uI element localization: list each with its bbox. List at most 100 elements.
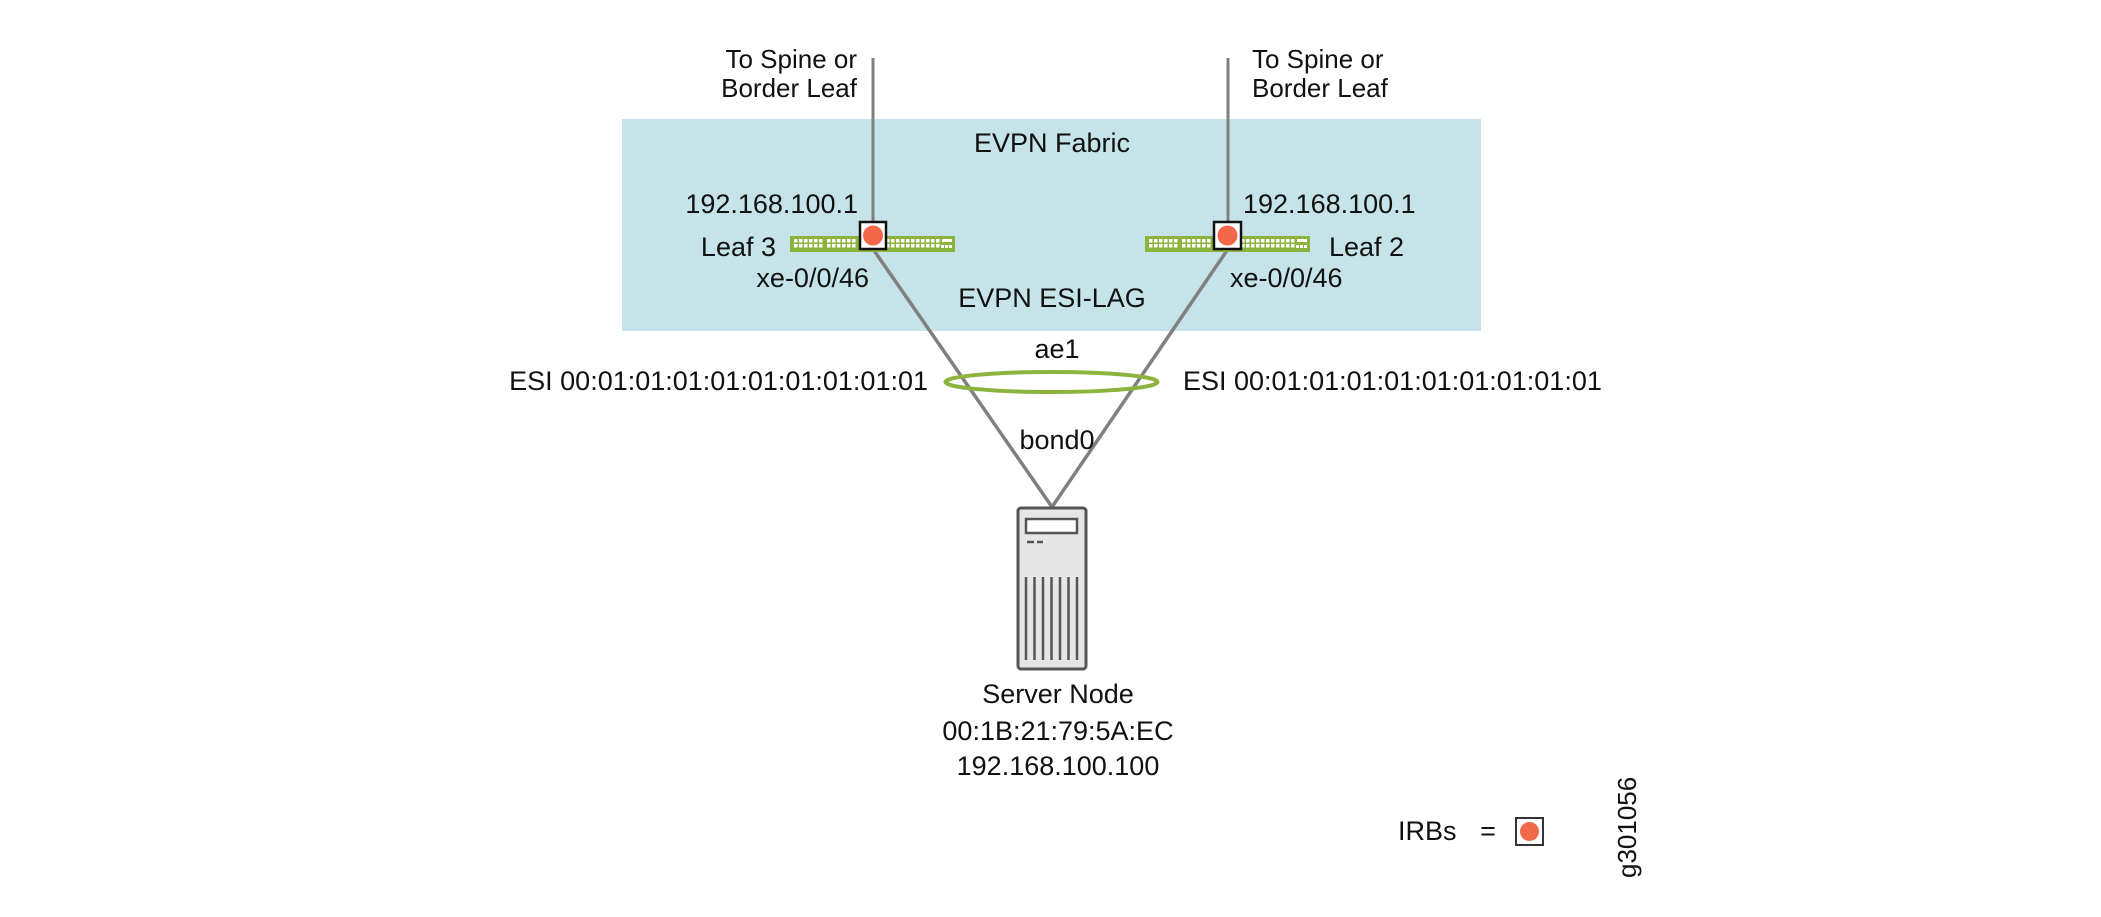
evpn-fabric-region [622,119,1481,331]
switch-port [1276,244,1280,248]
irb-legend-icon [1515,817,1544,846]
switch-port [1261,239,1265,243]
switch-port [1169,239,1173,243]
switch-port [794,239,798,243]
fabric-label: EVPN Fabric [974,128,1130,158]
switch-port [1276,239,1280,243]
uplink-label-left: To Spine or Border Leaf [721,44,858,103]
leaf2-interface: xe-0/0/46 [1230,263,1343,293]
switch-port [949,245,952,248]
switch-port [891,244,895,248]
switch-port [799,244,803,248]
switch-port [1207,244,1211,248]
switch-port [1187,239,1191,243]
switch-port [931,239,935,243]
switch-port [906,239,910,243]
irb-icon-leaf3 [858,220,888,251]
lag-ellipse-icon [943,370,1160,394]
switch-mgmt-port [1297,239,1307,242]
esi-lag-label: EVPN ESI-LAG [958,283,1146,313]
switch-port [814,239,818,243]
switch-port [886,244,890,248]
switch-port [1281,239,1285,243]
esi-label-left: ESI 00:01:01:01:01:01:01:01:01:01 [509,366,928,396]
switch-port [794,244,798,248]
switch-port [1202,239,1206,243]
server-name: Server Node [982,679,1134,709]
switch-port [911,244,915,248]
figure-id: g301056 [1612,777,1642,878]
switch-port [916,244,920,248]
switch-port [926,244,930,248]
switch-port [1286,244,1290,248]
switch-port [1291,239,1295,243]
switch-port [1149,239,1153,243]
switch-port [906,244,910,248]
switch-port [1271,239,1275,243]
server-ip: 192.168.100.100 [957,751,1160,781]
switch-port [804,244,808,248]
irb-icon-leaf2 [1212,220,1243,251]
switch-port [1192,244,1196,248]
uplink-label-left-line1: To Spine or [725,44,857,74]
switch-port [1241,239,1245,243]
legend-label: IRBs [1398,816,1457,846]
switch-port [901,239,905,243]
uplink-label-right-line1: To Spine or [1252,44,1384,74]
server-icon [1016,506,1088,671]
switch-port [1261,244,1265,248]
switch-port [1187,244,1191,248]
switch-port [916,239,920,243]
switch-port [852,244,856,248]
switch-port [911,239,915,243]
switch-port [1202,244,1206,248]
switch-port [1281,244,1285,248]
leaf3-switch [790,236,955,252]
bond-label: bond0 [1019,425,1094,455]
switch-port [1159,244,1163,248]
switch-mgmt-port [942,239,952,242]
leaf3-interface: xe-0/0/46 [756,263,869,293]
leaf3-name: Leaf 3 [701,232,776,262]
switch-port [896,244,900,248]
switch-port [827,244,831,248]
switch-port [1271,244,1275,248]
switch-port [1266,239,1270,243]
switch-ports-icon [794,239,952,248]
switch-port [1300,245,1303,248]
switch-port [804,239,808,243]
esi-label-right: ESI 00:01:01:01:01:01:01:01:01:01 [1183,366,1602,396]
switch-port [847,244,851,248]
switch-port [837,244,841,248]
switch-port [1246,244,1250,248]
switch-port [1159,239,1163,243]
switch-port [814,244,818,248]
uplink-label-left-line2: Border Leaf [721,73,858,103]
leaf2-name: Leaf 2 [1329,232,1404,262]
switch-port [896,239,900,243]
switch-port [1164,239,1168,243]
switch-port [1149,244,1153,248]
switch-port [1169,244,1173,248]
switch-port [1296,245,1299,248]
switch-port [1154,239,1158,243]
ae-label: ae1 [1034,334,1079,364]
switch-port [1286,239,1290,243]
switch-port [842,239,846,243]
switch-port [1182,239,1186,243]
switch-port [809,244,813,248]
leaf3-ip: 192.168.100.1 [685,189,858,219]
switch-port [945,245,948,248]
switch-port [819,244,823,248]
switch-port [1192,239,1196,243]
switch-port [819,239,823,243]
switch-port [1182,244,1186,248]
switch-port [1256,239,1260,243]
uplink-label-right-line2: Border Leaf [1252,73,1389,103]
leaf2-ip: 192.168.100.1 [1243,189,1416,219]
switch-port [931,244,935,248]
switch-port [827,239,831,243]
switch-port [847,239,851,243]
switch-port [837,239,841,243]
